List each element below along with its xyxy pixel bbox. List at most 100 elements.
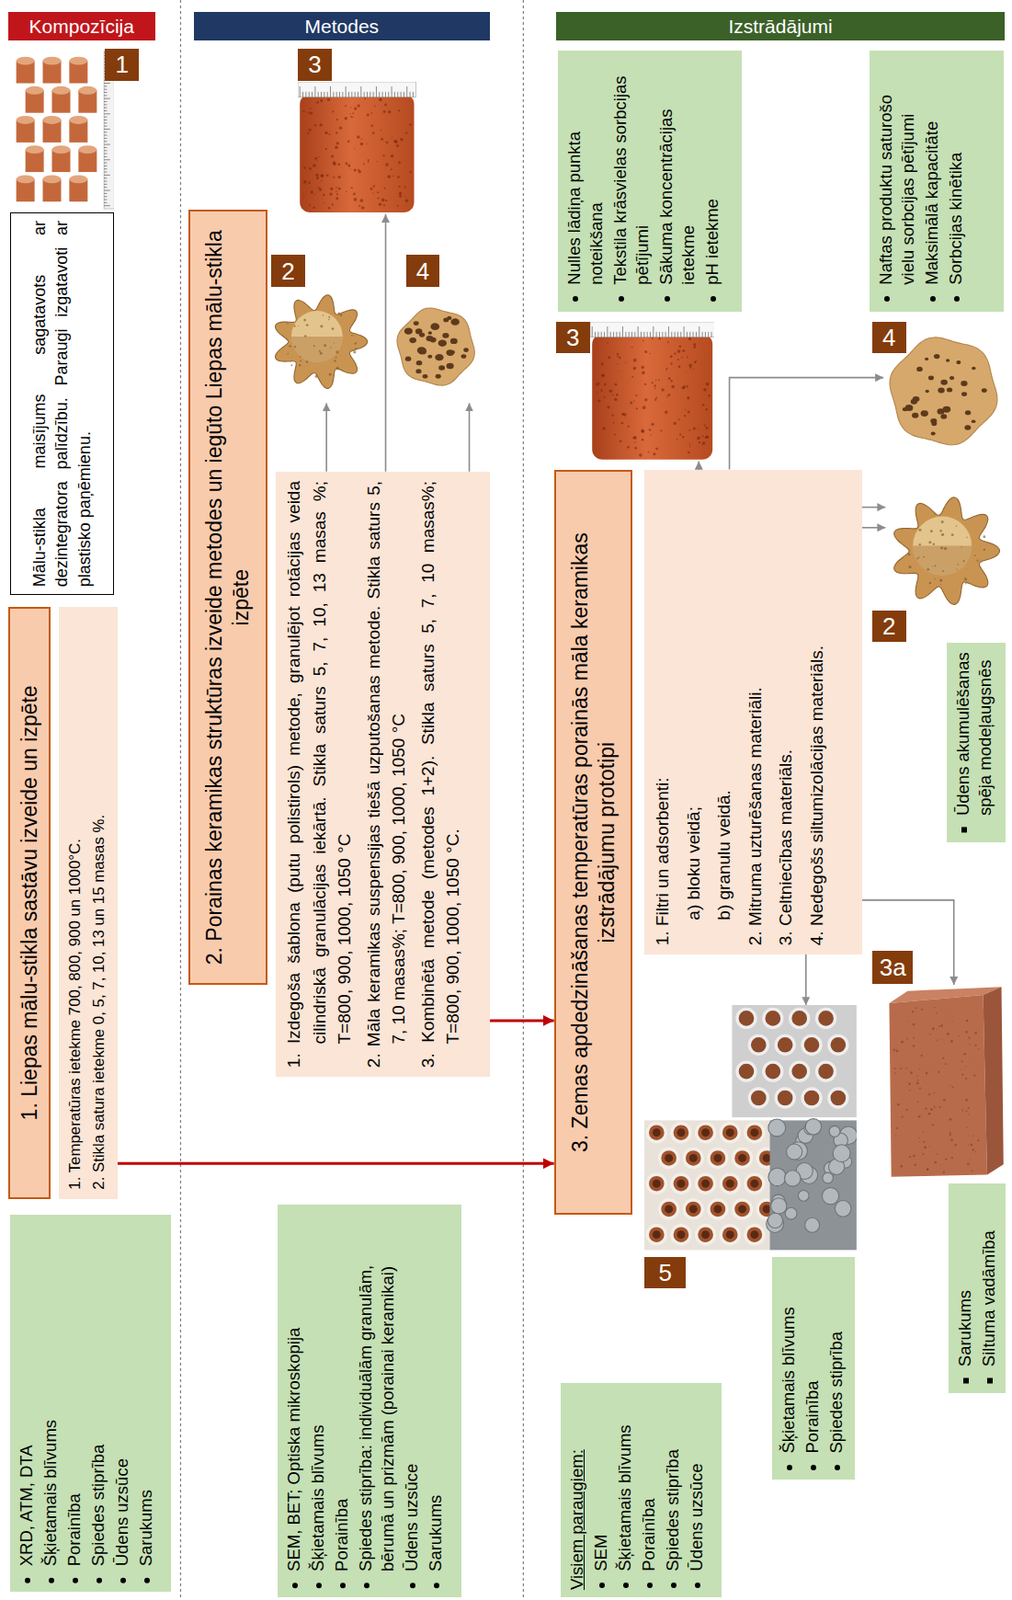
pore (667, 376, 671, 380)
pore (965, 1077, 967, 1080)
granule (771, 1197, 787, 1214)
granule (274, 294, 367, 388)
honeycomb-cell (659, 1148, 679, 1168)
list-item-text: 2. Stikla satura ietekme 0, 5, 7, 10, 13… (89, 615, 112, 1190)
pore (965, 409, 971, 415)
pore (621, 411, 625, 415)
ruler-tick (305, 91, 307, 98)
pore (319, 98, 323, 102)
pore (907, 1037, 910, 1040)
pore (946, 387, 953, 393)
granule-core (913, 515, 973, 575)
brick-face (889, 994, 989, 1177)
pore (330, 154, 334, 158)
pore (385, 199, 387, 202)
pore (940, 583, 942, 585)
pore (907, 1021, 909, 1023)
pore (318, 156, 320, 159)
ruler-tick (103, 98, 111, 100)
cell-hole (677, 1230, 686, 1240)
pore (940, 413, 947, 420)
granule (829, 1125, 841, 1138)
pore (640, 364, 644, 368)
ruler-tick (378, 91, 380, 98)
pore (929, 540, 933, 544)
ruler-tick (103, 190, 111, 192)
pore (614, 393, 618, 397)
pore (286, 352, 289, 355)
pore (655, 396, 658, 398)
bullet-text: Sarukums (135, 1221, 158, 1566)
honeycomb-cell (684, 1199, 704, 1218)
pore (351, 186, 353, 189)
pore (682, 385, 686, 388)
pore (398, 184, 401, 187)
pore (966, 1019, 969, 1023)
pore (895, 1134, 897, 1136)
ruler-tick (332, 91, 334, 98)
cylinder-top (78, 146, 97, 155)
ruler-tick (391, 86, 393, 98)
pore (297, 325, 299, 327)
ruler-tick (403, 91, 405, 98)
pore (692, 426, 695, 430)
bullet-text: Sarukums (424, 1211, 447, 1571)
pore (315, 173, 319, 177)
pore (404, 195, 406, 197)
pore (397, 204, 399, 206)
pore (922, 1130, 925, 1133)
pore (930, 1033, 932, 1035)
connector-arrow (697, 461, 700, 470)
list-item-text: 1. Filtri un adsorbenti: (649, 478, 676, 945)
pore (925, 389, 930, 393)
pore (345, 161, 349, 165)
pore (316, 176, 319, 180)
ruler-tick (707, 330, 709, 337)
honeycomb-cell (750, 1088, 769, 1107)
pore (335, 350, 339, 353)
pore (921, 1054, 923, 1057)
rotated-text-frame: 1. Filtri un adsorbenti:a) bloku veidā;b… (644, 469, 862, 955)
pore (941, 520, 944, 524)
pore (960, 1068, 963, 1070)
pore (906, 1108, 909, 1111)
pore (298, 363, 301, 366)
pore (601, 374, 603, 376)
pore (688, 363, 692, 366)
ruler-tick (103, 205, 111, 207)
ruler-tick (670, 330, 672, 337)
pore (409, 337, 418, 343)
cylinder-top (43, 56, 62, 66)
pore (707, 394, 711, 398)
analysis-box: Nulles lādiņa punkta noteikšanaTekstila … (557, 50, 742, 311)
pore (961, 1059, 964, 1062)
rotated-text-frame: Ūdens akumulēšanas spēja modeļaugsnēs (946, 642, 1006, 842)
pore (286, 322, 289, 325)
pore (943, 507, 945, 510)
ruler-tick (311, 91, 313, 98)
pore (350, 115, 353, 118)
pore (660, 387, 664, 391)
ruler-tick (103, 137, 107, 139)
pore (632, 399, 634, 401)
cylinder-top (25, 146, 45, 155)
pore (606, 405, 610, 409)
pore (641, 370, 646, 375)
photo-figure: 4 (392, 290, 479, 403)
bullet-text: Spiedes stiprība: individuālām granulām,… (354, 1211, 399, 1571)
pore (911, 1010, 914, 1012)
pore (322, 193, 325, 196)
pore (919, 1068, 921, 1069)
pore (366, 143, 368, 145)
pore (894, 1067, 897, 1069)
pore (309, 112, 313, 115)
ruler-tick (103, 165, 107, 167)
pore (415, 329, 423, 335)
honeycomb-cell (671, 1173, 691, 1193)
pore (634, 446, 637, 450)
pore (409, 170, 412, 172)
pore (893, 1047, 896, 1050)
ruler-tick (103, 187, 107, 189)
cell-hole (665, 1153, 674, 1162)
ruler-tick (667, 326, 669, 338)
